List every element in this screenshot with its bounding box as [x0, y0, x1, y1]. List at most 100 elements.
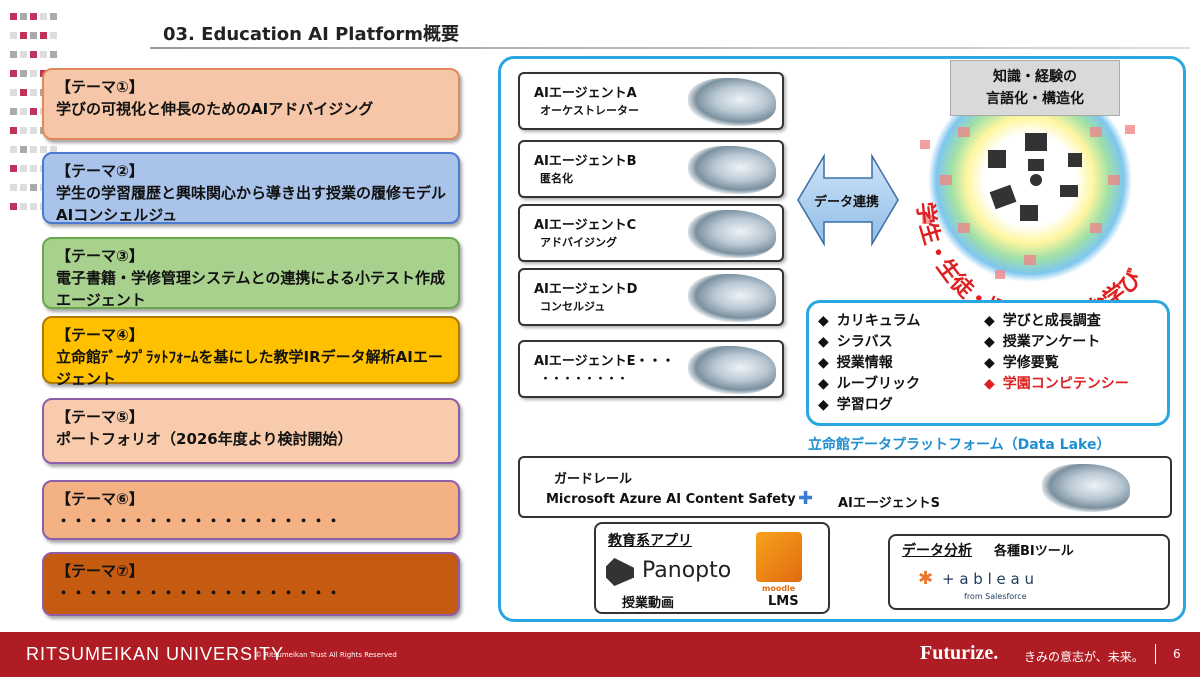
theme-heading: 【テーマ⑥】 [56, 490, 144, 508]
datalake-item: ◆ 学びと成長調査 [984, 310, 1101, 330]
agent-box-2: AIエージェントB 匿名化 [518, 140, 784, 198]
svg-text:学生・生徒・児童の多様な学び: 学生・生徒・児童の多様な学び [911, 201, 1147, 300]
knowledge-line1: 知識・経験の [993, 69, 1077, 85]
agent-box-5: AIエージェントE・・・・・・・・・・・ [518, 340, 784, 398]
agent-box-1: AIエージェントA オーケストレーター [518, 72, 784, 130]
datalake-item: ◆ 授業情報 [818, 352, 893, 372]
bullet-icon: ◆ [984, 376, 995, 392]
bullet-icon: ◆ [984, 313, 995, 329]
theme-body: ポートフォリオ（2026年度より検討開始） [56, 430, 353, 448]
guardrail-product: Microsoft Azure AI Content Safety [546, 492, 796, 507]
datalake-item: ◆ ルーブリック [818, 373, 920, 393]
agent-role: 匿名化 [540, 172, 573, 185]
datalake-item-label: 授業情報 [836, 355, 893, 371]
copyright: © Ritsumeikan Trust All Rights Reserved [255, 651, 397, 659]
tableau-icon: ✱ [918, 568, 934, 589]
agent-name: AIエージェントB [534, 154, 637, 169]
lms-label: LMS [768, 594, 799, 609]
panopto-caption: 授業動画 [622, 596, 675, 611]
datalake-item-label: 学修要覧 [1002, 355, 1059, 371]
datalake-item-label: ルーブリック [836, 376, 920, 392]
datalake-item-label: 授業アンケート [1002, 334, 1101, 350]
theme-heading: 【テーマ②】 [56, 162, 144, 180]
agent-name: AIエージェントD [534, 282, 638, 297]
bullet-icon: ◆ [818, 397, 829, 413]
theme-box-5: 【テーマ⑤】ポートフォリオ（2026年度より検討開始） [42, 398, 460, 464]
bullet-icon: ◆ [984, 355, 995, 371]
agent-role: コンセルジュ [540, 300, 606, 313]
datalake-item: ◆ 学修要覧 [984, 352, 1059, 372]
bullet-icon: ◆ [818, 376, 829, 392]
bullet-icon: ◆ [818, 313, 829, 329]
ai-face-image [688, 274, 776, 322]
datalake-item: ◆ 授業アンケート [984, 331, 1100, 351]
knowledge-box: 知識・経験の 言語化・構造化 [950, 60, 1120, 116]
slogan: きみの意志が、未来。 [1024, 650, 1144, 664]
data-link-arrow [797, 153, 899, 247]
moodle-icon [756, 532, 802, 582]
theme-body: 電子書籍・学修管理システムとの連携による小テスト作成エージェント [56, 269, 445, 309]
plus-icon: ✚ [798, 488, 814, 509]
guardrail-box: ガードレール Microsoft Azure AI Content Safety… [518, 456, 1172, 518]
page-number: 6 [1173, 647, 1181, 661]
agent-box-3: AIエージェントC アドバイジング [518, 204, 784, 262]
theme-heading: 【テーマ①】 [56, 78, 144, 96]
bullet-icon: ◆ [984, 334, 995, 350]
theme-body: ・・・・・・・・・・・・・・・・・・・ [56, 584, 342, 602]
bullet-icon: ◆ [818, 355, 829, 371]
datalake-item: ◆ 学園コンピテンシー [984, 373, 1129, 393]
datalake-item: ◆シラバス [818, 331, 893, 351]
datalake-item-label: 学園コンピテンシー [1002, 376, 1129, 392]
platform-frame [498, 56, 1186, 622]
tableau-label: + a b l e a u [942, 570, 1034, 588]
theme-box-7: 【テーマ⑦】・・・・・・・・・・・・・・・・・・・ [42, 552, 460, 616]
page-title: 03. Education AI Platform概要 [163, 24, 460, 45]
theme-body: 学びの可視化と伸長のためのAIアドバイジング [56, 100, 374, 118]
ai-face-image [688, 146, 776, 194]
theme-body: 立命館ﾃﾞｰﾀﾌﾟﾗｯﾄﾌｫｰﾑを基にした教学IRデータ解析AIエージェント [56, 348, 443, 388]
datalake-label: 立命館データプラットフォーム（Data Lake） [808, 437, 1111, 453]
panopto-label: Panopto [642, 558, 732, 583]
theme-box-4: 【テーマ④】立命館ﾃﾞｰﾀﾌﾟﾗｯﾄﾌｫｰﾑを基にした教学IRデータ解析AIエー… [42, 316, 460, 388]
theme-body: ・・・・・・・・・・・・・・・・・・・ [56, 512, 342, 530]
theme-heading: 【テーマ③】 [56, 247, 144, 265]
title-divider [150, 47, 1190, 49]
bi-tools-box: データ分析 各種BIツール ✱ + a b l e a u from Sales… [888, 534, 1170, 610]
agent-role: アドバイジング [540, 236, 617, 249]
edu-apps-heading: 教育系アプリ [608, 533, 692, 549]
theme-box-2: 【テーマ②】学生の学習履歴と興味関心から導き出す授業の履修モデルAIコンシェルジ… [42, 152, 460, 224]
theme-box-1: 【テーマ①】学びの可視化と伸長のためのAIアドバイジング [42, 68, 460, 140]
agent-name: AIエージェントE・・・ [534, 354, 675, 369]
agent-name: AIエージェントC [534, 218, 637, 233]
theme-heading: 【テーマ④】 [56, 326, 144, 344]
panopto-icon [606, 558, 634, 586]
theme-heading: 【テーマ⑦】 [56, 562, 144, 580]
data-link-label: データ連携 [814, 195, 880, 210]
ai-face-image [1042, 464, 1130, 512]
datalake-item-label: 学習ログ [836, 397, 893, 413]
ai-face-image [688, 346, 776, 394]
bi-heading: データ分析 [902, 543, 972, 559]
agent-name: AIエージェントA [534, 86, 637, 101]
knowledge-line2: 言語化・構造化 [986, 91, 1084, 107]
guardrail-agent: AIエージェントS [838, 496, 941, 511]
tableau-from: from Salesforce [964, 592, 1027, 601]
edu-apps-box: 教育系アプリ Panopto 授業動画 moodle LMS [594, 522, 830, 614]
footer-divider [1155, 644, 1156, 664]
datalake-box [806, 300, 1170, 426]
theme-box-6: 【テーマ⑥】・・・・・・・・・・・・・・・・・・・ [42, 480, 460, 540]
datalake-item-label: カリキュラム [836, 313, 921, 329]
futurize-logo: Futurize. [920, 642, 999, 664]
arc-text-layer: 学生・生徒・児童の多様な学び [911, 201, 1147, 300]
datalake-item-label: 学びと成長調査 [1002, 313, 1101, 329]
datalake-item: ◆ カリキュラム [818, 310, 920, 330]
guardrail-title: ガードレール [554, 472, 633, 487]
moodle-label: moodle [762, 584, 796, 593]
agent-box-4: AIエージェントD コンセルジュ [518, 268, 784, 326]
agent-role: オーケストレーター [540, 104, 639, 117]
arc-text: 学生・生徒・児童の多様な学び [911, 201, 1147, 300]
theme-body: 学生の学習履歴と興味関心から導き出す授業の履修モデルAIコンシェルジュ [56, 184, 447, 224]
datalake-item-label: シラバス [836, 334, 893, 350]
university-name: RITSUMEIKAN UNIVERSITY [26, 644, 285, 664]
datalake-item: ◆ 学習ログ [818, 394, 893, 414]
